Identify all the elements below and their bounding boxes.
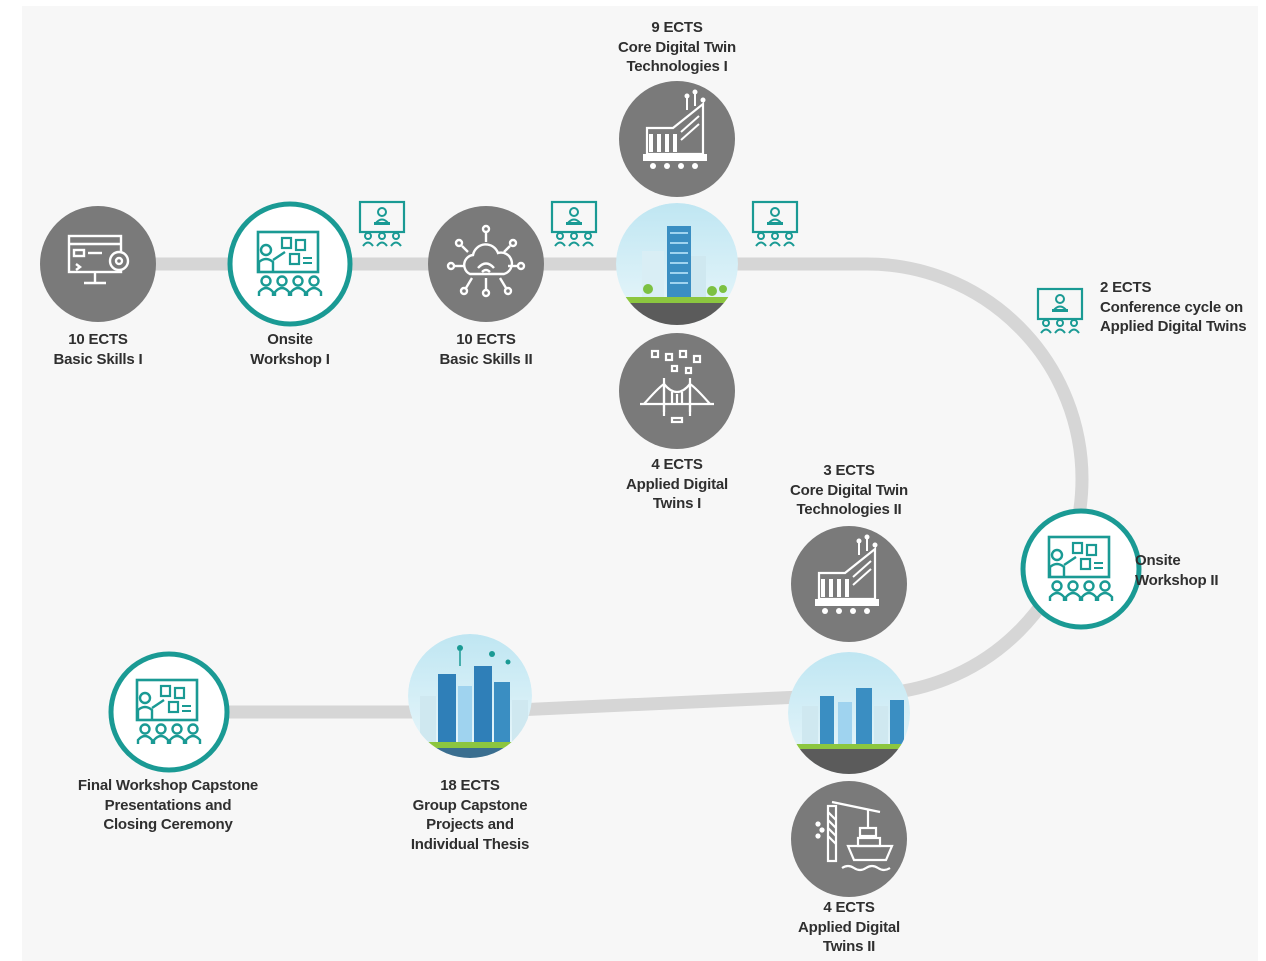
city-skyline-icon bbox=[616, 203, 738, 325]
workshop-title: Onsite bbox=[1135, 552, 1181, 569]
workshop-title: Presentations and bbox=[104, 796, 232, 814]
conference-icon bbox=[358, 200, 406, 248]
ects-text: 18 ECTS bbox=[440, 777, 500, 794]
ects-text: 2 ECTS bbox=[1100, 279, 1152, 296]
conference-label: 2 ECTS Conference cycle on Applied Digit… bbox=[1100, 278, 1258, 337]
roadmap-canvas: 10 ECTS Basic Skills I Onsite Workshop I… bbox=[22, 6, 1258, 961]
city-skyline-icon bbox=[788, 652, 910, 774]
basic-skills-2-node bbox=[428, 206, 544, 322]
applied-dt-2-label: 4 ECTS Applied Digital Twins II bbox=[774, 898, 924, 957]
workshop-title: Workshop II bbox=[1135, 571, 1219, 589]
conference-icon bbox=[550, 200, 598, 248]
bridge-icon bbox=[640, 349, 714, 424]
ects-text: 4 ECTS bbox=[651, 456, 703, 473]
core-dt-2-node bbox=[791, 526, 907, 642]
applied-dt-1-label: 4 ECTS Applied Digital Twins I bbox=[602, 455, 752, 514]
ects-text: 10 ECTS bbox=[456, 331, 516, 348]
roadmap-diagram bbox=[40, 81, 1142, 897]
computer-gear-icon bbox=[67, 234, 130, 285]
course-title: Technologies II bbox=[796, 501, 902, 518]
course-title: Technologies I bbox=[626, 58, 728, 75]
course-title: Conference cycle on bbox=[1100, 298, 1243, 316]
conference-icon bbox=[1036, 287, 1084, 335]
course-title: Core Digital Twin bbox=[790, 481, 908, 499]
ects-text: 3 ECTS bbox=[823, 462, 875, 479]
onsite-workshop-1-node bbox=[227, 201, 353, 327]
course-title: Core Digital Twin bbox=[618, 38, 736, 56]
conference-icon bbox=[751, 200, 799, 248]
crane-ship-icon bbox=[815, 800, 894, 872]
core-dt-1-label: 9 ECTS Core Digital Twin Technologies I bbox=[592, 18, 762, 77]
course-title: Projects and bbox=[426, 816, 514, 833]
onsite-workshop-2-node bbox=[1020, 508, 1142, 630]
workshop-title: Onsite bbox=[267, 331, 313, 348]
workshop-title: Workshop I bbox=[250, 350, 330, 368]
ects-text: 9 ECTS bbox=[651, 19, 703, 36]
course-title: Twins II bbox=[822, 938, 876, 955]
core-dt-1-node bbox=[619, 81, 735, 197]
course-title: Applied Digital bbox=[625, 475, 728, 493]
final-workshop-node bbox=[108, 651, 230, 773]
course-title: Twins I bbox=[652, 495, 702, 512]
workshop-title: Final Workshop Capstone bbox=[77, 777, 259, 794]
basic-skills-1-label: 10 ECTS Basic Skills I bbox=[38, 330, 158, 369]
ects-text: 4 ECTS bbox=[823, 899, 875, 916]
course-title: Group Capstone bbox=[412, 796, 528, 814]
capstone-label: 18 ECTS Group Capstone Projects and Indi… bbox=[385, 776, 555, 854]
onsite-workshop-2-label: Onsite Workshop II bbox=[1135, 551, 1245, 590]
course-title: Applied Digital bbox=[797, 918, 900, 936]
applied-dt-1-node bbox=[619, 333, 735, 449]
ects-text: 10 ECTS bbox=[68, 331, 128, 348]
final-workshop-label: Final Workshop Capstone Presentations an… bbox=[52, 776, 284, 835]
applied-dt-2-node bbox=[791, 781, 907, 897]
course-title: Applied Digital Twins bbox=[1100, 318, 1247, 335]
course-title: Individual Thesis bbox=[410, 835, 530, 853]
city-skyline-icon bbox=[408, 634, 532, 758]
workshop-title: Closing Ceremony bbox=[103, 816, 233, 833]
course-title: Basic Skills I bbox=[53, 350, 143, 368]
basic-skills-2-label: 10 ECTS Basic Skills II bbox=[416, 330, 556, 369]
cloud-network-icon bbox=[446, 224, 526, 298]
basic-skills-1-node bbox=[40, 206, 156, 322]
course-title: Basic Skills II bbox=[439, 350, 533, 368]
onsite-workshop-1-label: Onsite Workshop I bbox=[230, 330, 350, 369]
core-dt-2-label: 3 ECTS Core Digital Twin Technologies II bbox=[764, 461, 934, 520]
roadmap-track bbox=[145, 257, 1089, 719]
